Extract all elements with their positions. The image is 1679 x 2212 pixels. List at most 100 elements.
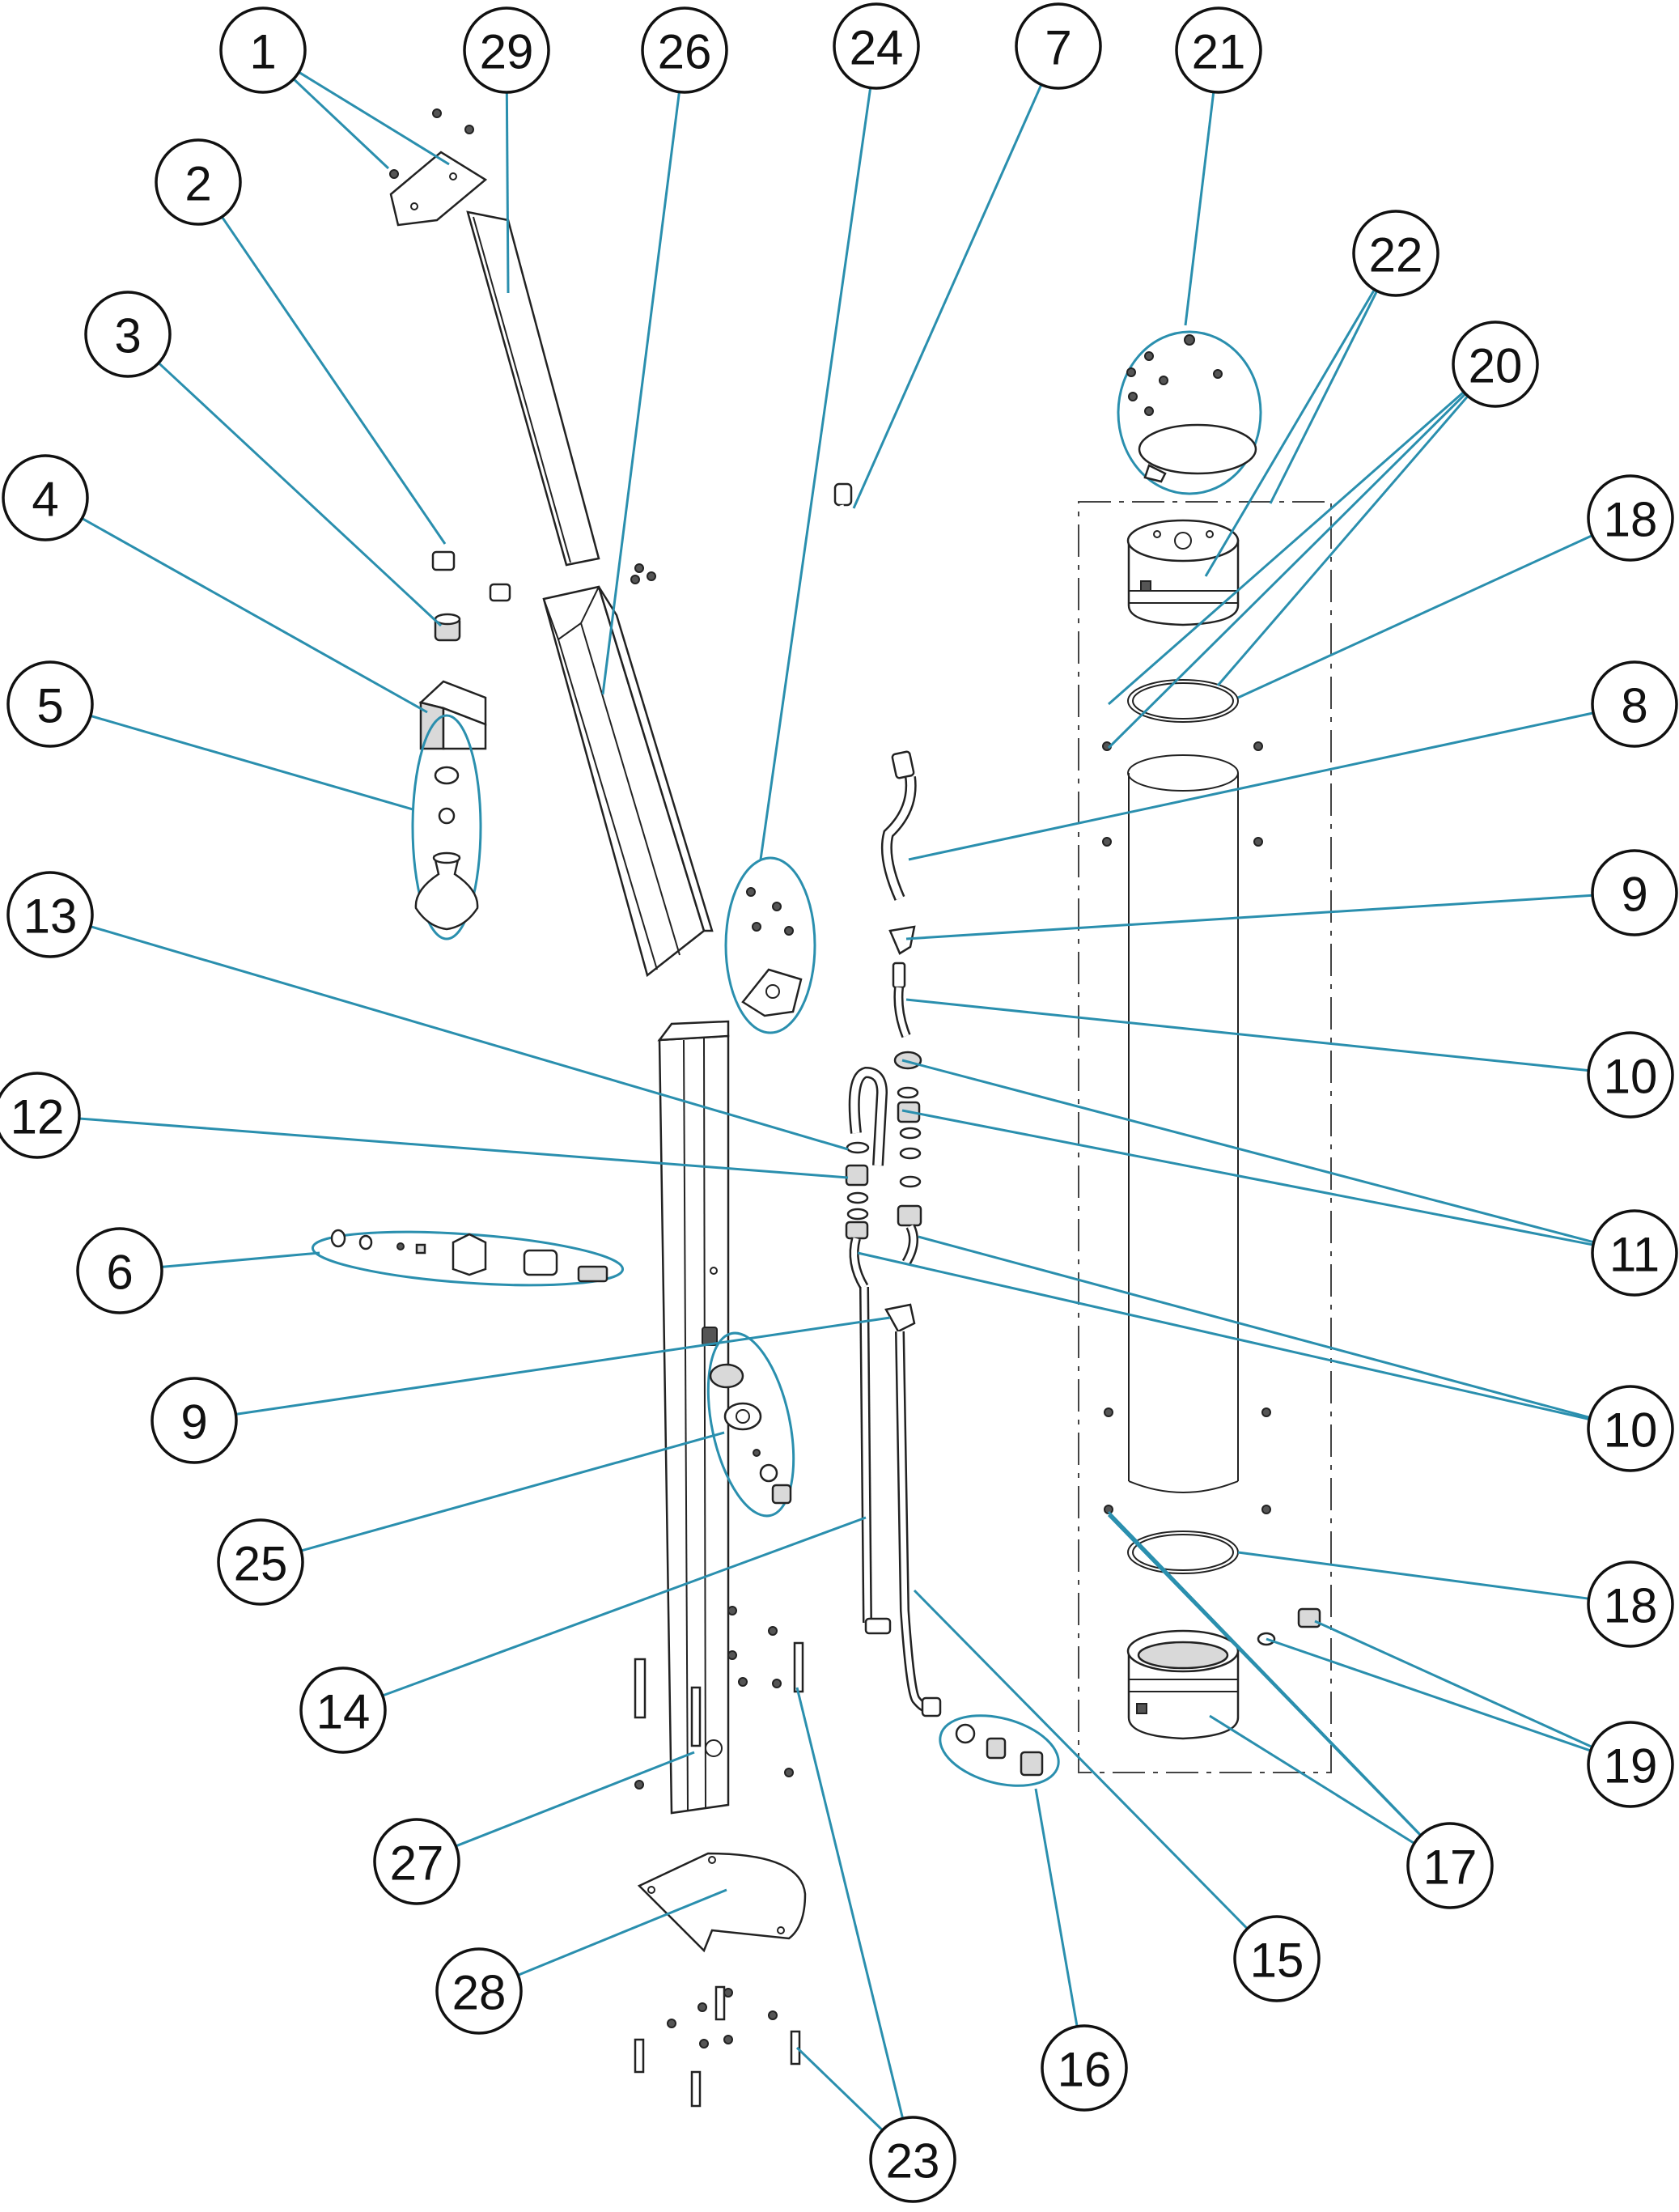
callout-circle <box>1591 660 1678 748</box>
callout-circle <box>151 1377 238 1464</box>
callout-c22: 22 <box>1352 210 1439 297</box>
part-10-hose-lower-right <box>901 1224 918 1266</box>
leader-line-c15-0 <box>913 1589 1249 1930</box>
part-16-valve-fittings <box>939 1714 1060 1787</box>
part-21-cap-group <box>1117 330 1262 495</box>
callout-number: 17 <box>1423 1841 1478 1895</box>
callout-number: 2 <box>184 157 211 211</box>
part-23-screws-upper <box>634 1606 804 1790</box>
leader-line-c17-1 <box>1209 1714 1415 1845</box>
part-26-upper-column <box>542 585 714 978</box>
callout-c27: 27 <box>373 1818 460 1905</box>
callout-c14: 14 <box>299 1666 387 1754</box>
callout-c25: 25 <box>217 1518 304 1606</box>
callout-circle <box>1406 1822 1494 1909</box>
callout-circle <box>1041 2024 1128 2112</box>
callout-number: 21 <box>1192 25 1246 79</box>
leader-line-c7-0 <box>852 83 1043 509</box>
callout-circle <box>0 1072 81 1159</box>
leader-line-c11-1 <box>901 1109 1594 1246</box>
callout-circle <box>641 6 728 94</box>
callout-circle <box>299 1666 387 1754</box>
callout-circle <box>1591 1209 1678 1297</box>
callout-circle <box>1587 1560 1674 1648</box>
callout-number: 7 <box>1045 21 1071 75</box>
part-22-top-cap <box>1126 519 1240 626</box>
leader-line-c4-0 <box>81 517 428 714</box>
part-25-control-group <box>706 1331 795 1518</box>
part-11-fittings <box>897 1086 922 1227</box>
leader-line-c26-0 <box>601 91 681 695</box>
part-3-fitting <box>434 613 461 642</box>
callout-c24: 24 <box>833 2 920 90</box>
callout-number: 13 <box>23 889 78 944</box>
callout-c7: 7 <box>1015 2 1102 90</box>
callout-number: 22 <box>1369 228 1423 282</box>
callout-circle <box>435 1947 523 2035</box>
callout-number: 6 <box>106 1246 133 1300</box>
leader-line-c22-0 <box>1269 290 1379 504</box>
leader-line-c17-2 <box>1107 1514 1422 1836</box>
leader-line-c1-0 <box>292 78 390 170</box>
leader-line-c16-0 <box>1034 1788 1079 2027</box>
callout-number: 25 <box>234 1537 288 1591</box>
callout-number: 23 <box>886 2134 940 2189</box>
callout-c2: 2 <box>155 138 242 226</box>
leader-line-c10a-0 <box>905 998 1589 1072</box>
callout-circle <box>6 871 94 958</box>
callout-c8: 8 <box>1591 660 1678 748</box>
callout-c1: 1 <box>219 6 307 94</box>
leader-line-c10b-0 <box>918 1235 1591 1419</box>
leader-line-c9b-0 <box>235 1316 891 1416</box>
callout-circle <box>155 138 242 226</box>
leader-lines <box>78 70 1595 2131</box>
leader-line-c13-0 <box>90 925 849 1151</box>
part-27-lower-column <box>657 1020 730 1815</box>
callout-c13: 13 <box>6 871 94 958</box>
callout-c9b: 9 <box>151 1377 238 1464</box>
callout-number: 20 <box>1469 339 1523 393</box>
part-8-bent-pipe <box>880 776 917 901</box>
leader-line-c23-0 <box>795 1687 905 2119</box>
callout-circle <box>1352 210 1439 297</box>
callout-c3: 3 <box>84 291 172 378</box>
callout-number: 5 <box>36 679 63 733</box>
callout-c18b: 18 <box>1587 1560 1674 1648</box>
callout-number: 19 <box>1604 1739 1658 1794</box>
leader-line-c19-1 <box>1266 1637 1592 1752</box>
callout-number: 24 <box>850 21 904 75</box>
callout-c10a: 10 <box>1587 1031 1674 1119</box>
leader-line-c20-0 <box>1107 393 1467 749</box>
callout-c5: 5 <box>6 660 94 748</box>
leader-line-c19-0 <box>1314 1620 1593 1748</box>
callout-circle <box>1015 2 1102 90</box>
callout-circle <box>1587 1721 1674 1808</box>
part-1-top-plate <box>389 108 488 227</box>
part-26-screws <box>630 563 656 584</box>
leader-line-c3-0 <box>158 362 443 627</box>
callout-number: 16 <box>1058 2043 1112 2097</box>
leader-line-c9a-0 <box>905 894 1593 940</box>
callout-number: 18 <box>1604 493 1658 547</box>
callout-circle <box>463 6 550 94</box>
callout-circle <box>219 6 307 94</box>
part-15-vertical-pipe <box>895 1331 942 1717</box>
callout-number: 8 <box>1621 679 1647 733</box>
callout-c29: 29 <box>463 6 550 94</box>
part-2-curved-pipe <box>431 533 511 602</box>
callout-number: 26 <box>658 25 712 79</box>
callout-circle <box>1587 1385 1674 1472</box>
leader-line-c20-2 <box>1108 391 1465 706</box>
callout-c15: 15 <box>1233 1915 1321 2002</box>
callout-circle <box>84 291 172 378</box>
callout-c10b: 10 <box>1587 1385 1674 1472</box>
callout-c26: 26 <box>641 6 728 94</box>
leader-line-c24-0 <box>759 87 872 860</box>
callout-c16: 16 <box>1041 2024 1128 2112</box>
leader-line-c8-0 <box>908 711 1594 861</box>
leader-line-c14-0 <box>382 1516 867 1697</box>
callout-c11: 11 <box>1591 1209 1678 1297</box>
callout-number: 14 <box>316 1685 371 1739</box>
